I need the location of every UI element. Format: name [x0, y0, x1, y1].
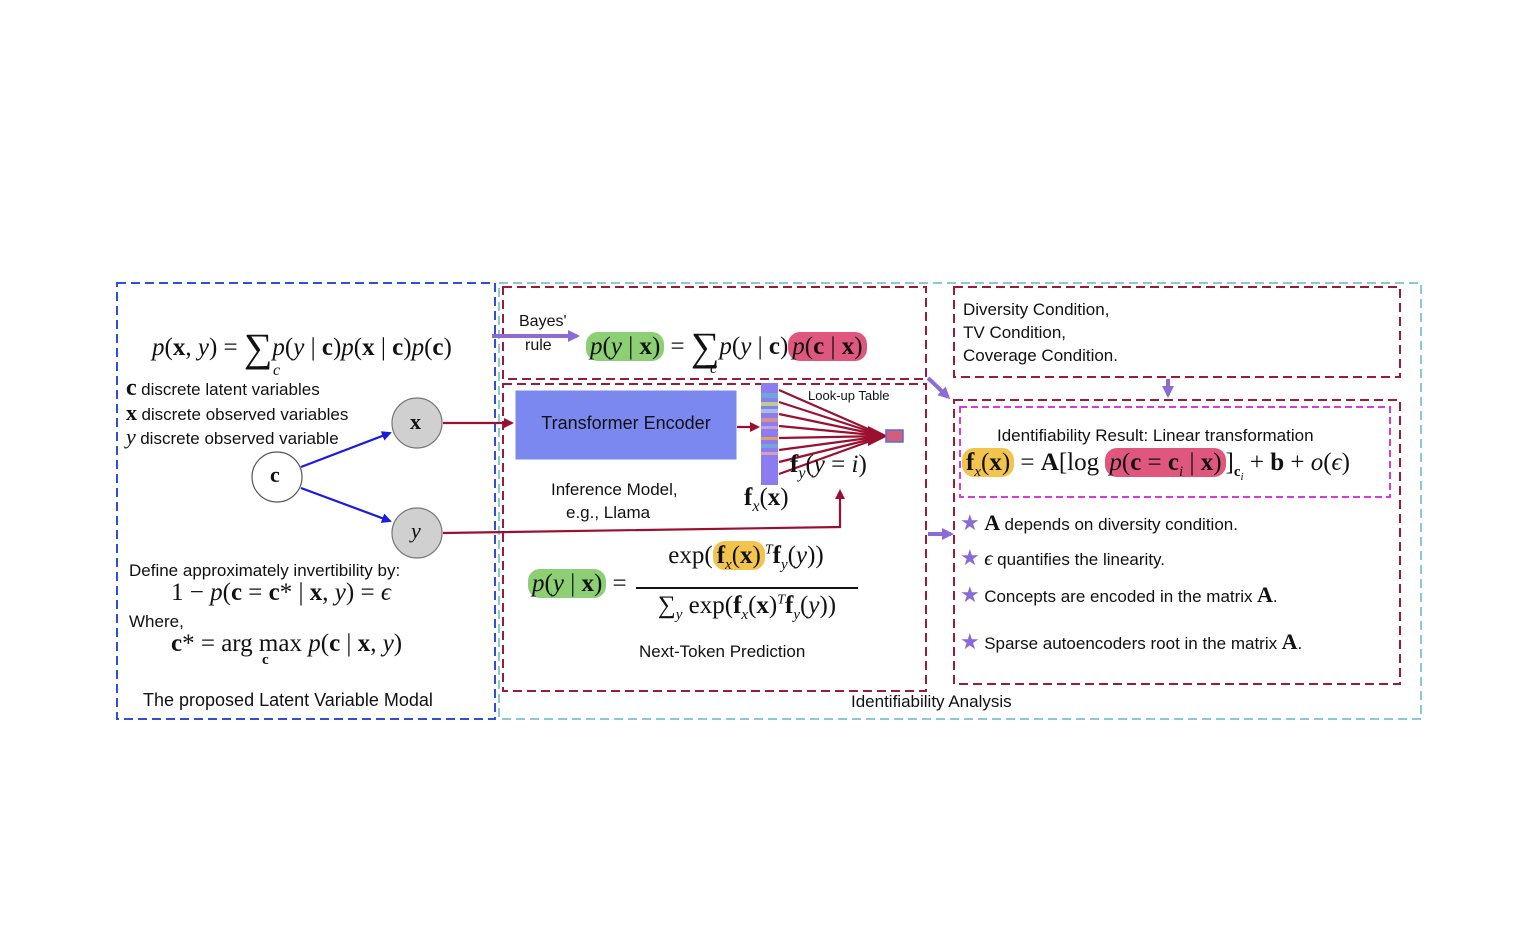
bayes-label-line2: rule [525, 337, 552, 354]
bullet-4-text: Sparse autoencoders root in the matrix [984, 634, 1278, 653]
transformer-encoder-block [515, 390, 737, 460]
star-icon: ★ [960, 582, 980, 607]
bullet-3-post: . [1272, 587, 1278, 606]
node-y-label: y [411, 518, 421, 543]
lookup-table-column [761, 383, 778, 485]
bullet-2-symbol: ϵ [984, 546, 993, 570]
bullet-4: ★ Sparse autoencoders root in the matrix… [960, 629, 1302, 655]
ntp-lhs: p(y | x) = [528, 569, 627, 598]
joint-distribution-equation: p(x, y) = ∑p(y | c)p(x | c)p(c) [152, 325, 452, 370]
inference-model-line2: e.g., Llama [566, 503, 651, 522]
result-highlight-box [959, 406, 1391, 498]
node-y [391, 507, 443, 559]
bayes-label-line1: Bayes' [519, 313, 567, 330]
fan-arrowhead [868, 426, 888, 446]
bullet-3-text: Concepts are encoded in the matrix [984, 587, 1253, 606]
lookup-table-label: Look-up Table [808, 388, 890, 403]
star-icon: ★ [960, 629, 980, 654]
legend-x-text: discrete observed variables [141, 405, 349, 424]
ntp-numerator: exp(fx(x)Tfy(y)) [668, 541, 824, 573]
fx-label: fx(x) [744, 484, 789, 515]
where-text: Where, [129, 612, 184, 631]
legend-c-text: discrete latent variables [141, 380, 320, 399]
legend-c: c discrete latent variables [126, 375, 320, 402]
ntp-denominator: ∑y exp(fx(x)Tfy(y)) [657, 592, 837, 623]
fy-label: fy(y = i) [790, 451, 867, 482]
pink-highlight-result: p(c = ci | x) [1105, 448, 1226, 480]
yellow-highlight-result: fx(x) [962, 448, 1015, 480]
argmax-index-c: c [262, 652, 269, 668]
edge-c-to-x [300, 431, 392, 469]
node-c [251, 451, 303, 503]
bullet-3-symbol: A [1257, 582, 1273, 607]
bullet-3: ★ Concepts are encoded in the matrix A. [960, 582, 1278, 608]
latent-model-panel [116, 282, 496, 720]
condition-tv: TV Condition, [963, 323, 1066, 342]
invertibility-equation: 1 − p(c = c* | x, y) = ϵ [171, 579, 391, 606]
legend-y-symbol: y [126, 424, 136, 449]
arrow-to-results-diag [926, 376, 951, 400]
results-box [953, 399, 1401, 685]
lookup-fan-lines [778, 388, 885, 476]
next-token-prediction-label: Next-Token Prediction [639, 642, 806, 661]
legend-y: y discrete observed variable [126, 424, 339, 450]
star-icon: ★ [960, 510, 980, 535]
identifiability-panel [498, 282, 1422, 720]
conditions-box [953, 286, 1401, 378]
legend-y-text: discrete observed variable [140, 429, 339, 448]
bullet-1-symbol: A [984, 510, 1001, 535]
latent-model-caption: The proposed Latent Variable Modal [143, 690, 433, 710]
identifiability-caption: Identifiability Analysis [851, 692, 1012, 711]
pink-highlight: p(c | x) [788, 332, 867, 361]
legend-c-symbol: c [126, 375, 137, 401]
condition-coverage: Coverage Condition. [963, 346, 1118, 365]
ntp-fraction-bar [636, 587, 858, 589]
bullet-1-text: depends on diversity condition. [1004, 515, 1238, 534]
green-highlight: p(y | x) [586, 332, 665, 361]
define-invertibility-text: Define approximately invertibility by: [129, 561, 401, 580]
node-c-label: c [270, 462, 280, 487]
arrow-y-to-fy [442, 489, 845, 535]
legend-x-symbol: x [126, 400, 137, 425]
transformer-encoder-label: Transformer Encoder [541, 413, 711, 433]
node-x [391, 397, 443, 449]
green-highlight-ntp: p(y | x) [528, 569, 607, 598]
identifiability-result-equation: fx(x) = A[log p(c = ci | x)]ci + b + o(ϵ… [962, 448, 1350, 483]
bullet-4-post: . [1297, 634, 1303, 653]
edge-c-to-y [300, 486, 392, 523]
bayes-box [502, 286, 927, 380]
posterior-equation: p(y | x) = ∑p(y | c)p(c | x) [586, 317, 867, 369]
inference-box [502, 383, 927, 692]
star-icon: ★ [960, 545, 980, 570]
argmax-equation: c* = arg max p(c | x, y) [171, 630, 403, 657]
output-token [885, 429, 904, 443]
sum-index-c-2: c [710, 360, 718, 377]
sum-index-c: c [273, 362, 281, 379]
node-x-label: x [410, 409, 421, 434]
bullet-2-text: quantifies the linearity. [997, 550, 1166, 569]
identifiability-result-title: Identifiability Result: Linear transform… [997, 426, 1314, 445]
bullet-1: ★ A depends on diversity condition. [960, 510, 1238, 536]
condition-diversity: Diversity Condition, [963, 300, 1110, 319]
bullet-4-symbol: A [1281, 629, 1298, 654]
legend-x: x discrete observed variables [126, 400, 348, 426]
yellow-highlight: fx(x) [712, 541, 765, 573]
bullet-2: ★ ϵ quantifies the linearity. [960, 545, 1165, 571]
inference-model-line1: Inference Model, [551, 480, 678, 499]
